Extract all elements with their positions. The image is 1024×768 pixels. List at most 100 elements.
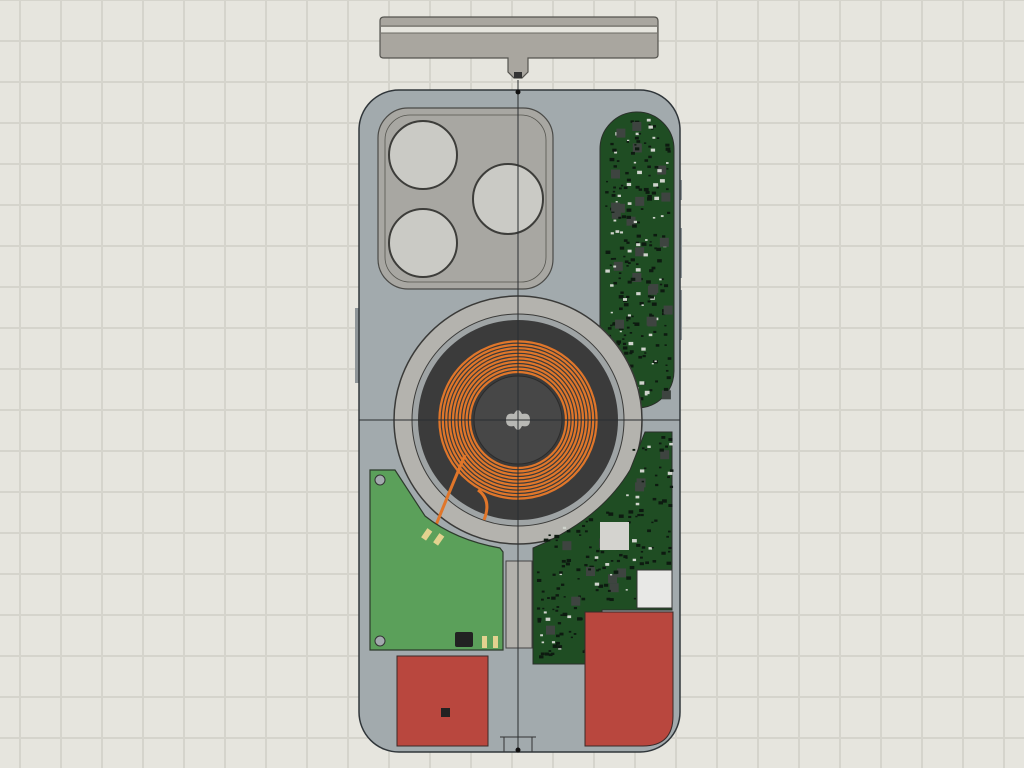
bracket-connector bbox=[514, 72, 522, 78]
pcb-chip bbox=[582, 524, 586, 528]
pcb-chip bbox=[626, 208, 632, 212]
pcb-chip bbox=[606, 180, 609, 183]
pcb-chip bbox=[637, 513, 641, 517]
pcb-chip bbox=[622, 346, 628, 350]
battery-pads[interactable] bbox=[396, 611, 674, 747]
pcb-chip bbox=[555, 539, 558, 542]
pcb-chip bbox=[610, 257, 614, 260]
pcb-chip bbox=[616, 559, 621, 563]
pcb-chip bbox=[557, 645, 563, 649]
pcb-chip bbox=[555, 641, 560, 645]
pcb-chip bbox=[659, 283, 663, 286]
pcb-chip bbox=[619, 187, 622, 190]
pcb-chip bbox=[663, 284, 669, 288]
pcb-chip bbox=[626, 265, 629, 267]
pcb-chip bbox=[626, 326, 630, 329]
pcb-chip bbox=[596, 569, 599, 572]
pcb-chip bbox=[547, 597, 550, 600]
pcb-chip bbox=[668, 530, 671, 533]
pcb-chip bbox=[608, 512, 614, 516]
camera-module[interactable] bbox=[377, 107, 554, 290]
pcb-chip bbox=[627, 314, 631, 317]
gold-pad bbox=[433, 533, 445, 546]
pcb-chip bbox=[611, 210, 615, 213]
pcb-chip bbox=[635, 263, 639, 266]
pcb-chip bbox=[610, 142, 614, 146]
pcb-chip bbox=[641, 304, 644, 306]
pcb-chip bbox=[555, 594, 559, 597]
pcb-chip bbox=[636, 543, 641, 547]
pcb-chip bbox=[647, 529, 651, 533]
pcb-chip bbox=[616, 340, 622, 344]
pcb-chip bbox=[636, 243, 641, 247]
pcb-chip bbox=[619, 246, 625, 250]
left-pcb[interactable] bbox=[369, 469, 504, 651]
pcb-chip bbox=[647, 194, 652, 199]
pcb-chip bbox=[555, 609, 559, 612]
pcb-chip bbox=[623, 334, 627, 337]
pcb-chip bbox=[613, 257, 617, 260]
mount-hole bbox=[374, 635, 386, 647]
pcb-chip bbox=[625, 557, 628, 559]
pcb-chip bbox=[653, 183, 659, 187]
lower-pcb[interactable] bbox=[532, 431, 674, 665]
pcb-chip bbox=[536, 571, 540, 574]
pcb-chip bbox=[626, 216, 636, 226]
pcb-chip bbox=[612, 322, 618, 326]
pcb-chip bbox=[606, 511, 610, 514]
pcb-chip bbox=[626, 576, 632, 580]
pcb-chip bbox=[658, 501, 664, 505]
pcb-chip bbox=[667, 211, 671, 214]
pcb-chip bbox=[626, 241, 630, 244]
pcb-chip bbox=[651, 191, 657, 195]
pcb-chip bbox=[581, 597, 586, 601]
pcb-chip bbox=[646, 280, 651, 284]
pcb-chip bbox=[636, 140, 641, 143]
pcb-chip bbox=[657, 259, 662, 263]
pcb-chip bbox=[657, 169, 662, 173]
pcb-chip bbox=[655, 344, 660, 347]
pcb-chip bbox=[647, 445, 651, 449]
pcb-chip bbox=[663, 305, 673, 315]
pcb-chip bbox=[630, 151, 635, 155]
pcb-chip bbox=[633, 161, 637, 164]
pcb-chip bbox=[627, 249, 632, 253]
pcb-chip bbox=[647, 295, 652, 298]
pcb-chip bbox=[648, 547, 653, 550]
pcb-chip bbox=[664, 344, 667, 346]
pcb-chip bbox=[639, 469, 645, 473]
pcb-chip bbox=[654, 196, 660, 201]
pcb-chip bbox=[595, 589, 599, 592]
pcb-chip bbox=[621, 215, 627, 219]
pcb-chip bbox=[610, 560, 614, 562]
pcb-chip bbox=[643, 187, 649, 192]
pcb-chip bbox=[650, 148, 656, 152]
pcb-chip bbox=[576, 529, 581, 533]
pcb-chip bbox=[609, 157, 615, 162]
pcb-chip bbox=[627, 262, 631, 265]
pcb-chip bbox=[658, 442, 662, 445]
upper-pcb[interactable] bbox=[599, 111, 675, 409]
pcb-chip bbox=[634, 144, 637, 146]
pcb-chip bbox=[660, 215, 664, 218]
bracket-highlight bbox=[381, 27, 657, 33]
pcb-chip bbox=[623, 298, 627, 301]
pcb-chip bbox=[663, 333, 668, 336]
pcb-chip bbox=[665, 445, 669, 448]
top-bracket[interactable] bbox=[379, 16, 659, 79]
pcb-chip bbox=[554, 545, 558, 548]
pcb-chip bbox=[605, 250, 611, 254]
pcb-chip bbox=[585, 555, 590, 559]
pcb-chip bbox=[635, 502, 640, 506]
pcb-chip bbox=[667, 550, 671, 553]
pcb-chip bbox=[625, 171, 629, 175]
pcb-chip bbox=[629, 332, 633, 334]
pcb-chip bbox=[626, 141, 630, 143]
pcb-chip bbox=[635, 482, 645, 492]
pcb-chip bbox=[617, 568, 627, 578]
pcb-chip bbox=[551, 641, 556, 644]
pcb-chip bbox=[618, 272, 622, 274]
pcb-chip bbox=[562, 541, 572, 551]
pcb-chip bbox=[656, 137, 660, 139]
